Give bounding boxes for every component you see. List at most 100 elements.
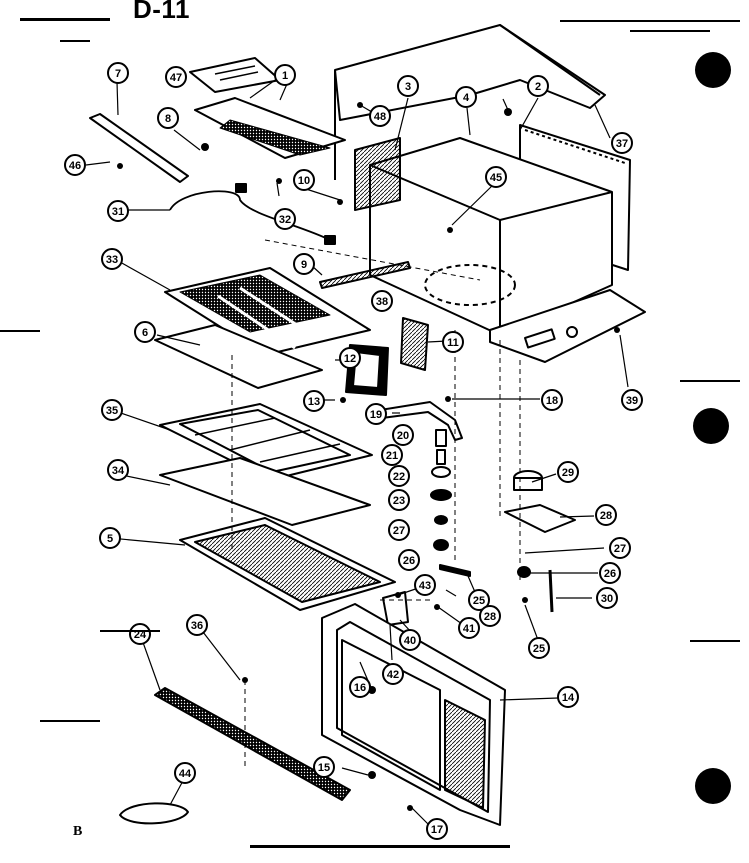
callout-7: 7 (107, 62, 129, 84)
motor-bracket (504, 504, 576, 533)
callout-label: 9 (301, 259, 307, 271)
callout-layer: 1234567891011121314151617181920212223252… (64, 62, 643, 840)
callout-19: 19 (365, 403, 387, 425)
callout-label: 8 (165, 113, 171, 125)
callout-31: 31 (107, 200, 129, 222)
callout-9: 9 (293, 253, 315, 275)
callout-17: 17 (426, 818, 448, 840)
callout-25: 25 (468, 589, 490, 611)
callout-label: 35 (106, 405, 118, 417)
callout-label: 25 (473, 595, 485, 607)
callout-label: 40 (404, 635, 416, 647)
callout-48: 48 (369, 105, 391, 127)
callout-label: 32 (279, 214, 291, 226)
callout-37: 37 (611, 132, 633, 154)
callout-43: 43 (414, 574, 436, 596)
callout-label: 28 (484, 611, 496, 623)
callout-label: 12 (344, 353, 356, 365)
callout-33: 33 (101, 248, 123, 270)
callout-label: 19 (370, 409, 382, 421)
callout-label: 26 (403, 555, 415, 567)
drive-rod (548, 569, 554, 613)
callout-5: 5 (99, 527, 121, 549)
callout-label: 14 (562, 692, 575, 704)
callout-6: 6 (134, 321, 156, 343)
lamp-bulb (119, 802, 189, 825)
callout-41: 41 (458, 617, 480, 639)
binder-hole (693, 408, 729, 444)
callout-label: 20 (397, 430, 409, 442)
callout-label: 10 (298, 175, 310, 187)
control-strip (154, 687, 351, 801)
assembly-lines (231, 239, 521, 770)
callout-label: 16 (354, 682, 366, 694)
callout-label: 26 (604, 568, 616, 580)
callout-18: 18 (541, 389, 563, 411)
binder-hole (695, 52, 731, 88)
callout-label: 11 (447, 337, 459, 349)
callout-45: 45 (485, 166, 507, 188)
callout-label: 39 (626, 395, 638, 407)
callout-label: 45 (490, 172, 502, 184)
callout-1: 1 (274, 64, 296, 86)
callout-23: 23 (388, 489, 410, 511)
binder-hole (695, 768, 731, 804)
callout-44: 44 (174, 762, 196, 784)
callout-38: 38 (371, 290, 393, 312)
callout-34: 34 (107, 459, 129, 481)
callout-35: 35 (101, 399, 123, 421)
callout-label: 4 (463, 92, 470, 104)
callout-label: 2 (535, 81, 541, 93)
base-plate (489, 289, 646, 363)
callout-label: 30 (601, 593, 613, 605)
callout-28: 28 (595, 504, 617, 526)
callout-42: 42 (382, 663, 404, 685)
callout-label: 23 (393, 495, 405, 507)
callout-label: 17 (431, 824, 443, 836)
callout-36: 36 (186, 614, 208, 636)
callout-label: 15 (318, 762, 330, 774)
page-title: D-11 (133, 0, 190, 24)
top-cover (194, 97, 346, 159)
callout-label: 31 (112, 206, 124, 218)
callout-22: 22 (388, 465, 410, 487)
roller-arm (439, 564, 471, 577)
turntable-shaft-stack (430, 429, 452, 551)
coupler (517, 566, 531, 578)
callout-20: 20 (392, 424, 414, 446)
callout-26: 26 (398, 549, 420, 571)
callout-30: 30 (596, 587, 618, 609)
callout-40: 40 (399, 629, 421, 651)
callout-25: 25 (528, 637, 550, 659)
callout-4: 4 (455, 86, 477, 108)
callout-label: 42 (387, 669, 399, 681)
callout-label: 7 (115, 68, 121, 80)
callout-label: 3 (405, 81, 411, 93)
callout-2: 2 (527, 75, 549, 97)
callout-label: 1 (282, 70, 288, 82)
callout-label: 38 (376, 296, 388, 308)
door-stop-strip (319, 261, 411, 289)
callout-label: 44 (179, 768, 192, 780)
callout-3: 3 (397, 75, 419, 97)
callout-label: 48 (374, 111, 386, 123)
corner-mark: B (73, 824, 83, 839)
callout-47: 47 (165, 66, 187, 88)
callout-label: 27 (614, 543, 626, 555)
hinge-bracket (382, 591, 409, 626)
bottom-tray (179, 517, 396, 611)
callout-16: 16 (349, 676, 371, 698)
callout-29: 29 (557, 461, 579, 483)
callout-14: 14 (557, 686, 579, 708)
door-frame (321, 603, 506, 826)
outer-cabinet-wrapper (334, 24, 606, 180)
callout-label: 28 (600, 510, 612, 522)
callout-label: 25 (533, 643, 545, 655)
callout-label: 6 (142, 327, 148, 339)
tray-liner (159, 457, 371, 526)
callout-13: 13 (303, 390, 325, 412)
callout-46: 46 (64, 154, 86, 176)
callout-24: 24 (129, 623, 151, 645)
side-strip (89, 113, 189, 183)
callout-label: 21 (386, 450, 398, 462)
